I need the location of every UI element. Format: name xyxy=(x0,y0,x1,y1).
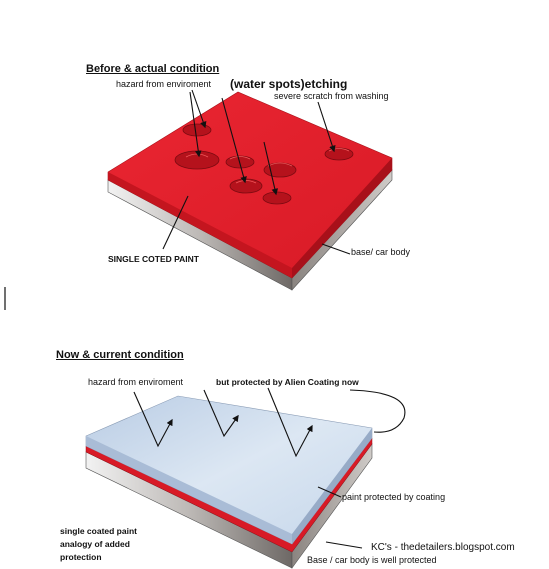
heading-before: Before & actual condition xyxy=(86,63,220,75)
label-paint-protected: paint protected by coating xyxy=(342,492,446,502)
label-single-coated: single coated paint xyxy=(60,526,137,536)
label-protection: protection xyxy=(60,552,102,562)
label-hazard-bottom: hazard from enviroment xyxy=(88,377,184,387)
coated-slab xyxy=(85,387,406,569)
top-paint-edge xyxy=(108,172,292,278)
label-base-bottom: Base / car body is well protected xyxy=(307,555,437,565)
label-single-coted: SINGLE COTED PAINT xyxy=(108,254,199,264)
label-protected: but protected by Alien Coating now xyxy=(216,377,359,387)
label-base-top: base/ car body xyxy=(351,247,411,257)
bottom-arrows xyxy=(133,387,406,549)
label-water-spots: (water spots)etching xyxy=(230,77,348,91)
label-credit: KC's - thedetailers.blogspot.com xyxy=(371,542,515,553)
heading-now: Now & current condition xyxy=(56,349,184,361)
label-analogy: analogy of added xyxy=(60,539,130,549)
top-arrows xyxy=(162,89,351,255)
single-coat-slab xyxy=(107,89,393,291)
label-scratch: severe scratch from washing xyxy=(274,91,389,101)
label-hazard-top: hazard from enviroment xyxy=(116,79,212,89)
